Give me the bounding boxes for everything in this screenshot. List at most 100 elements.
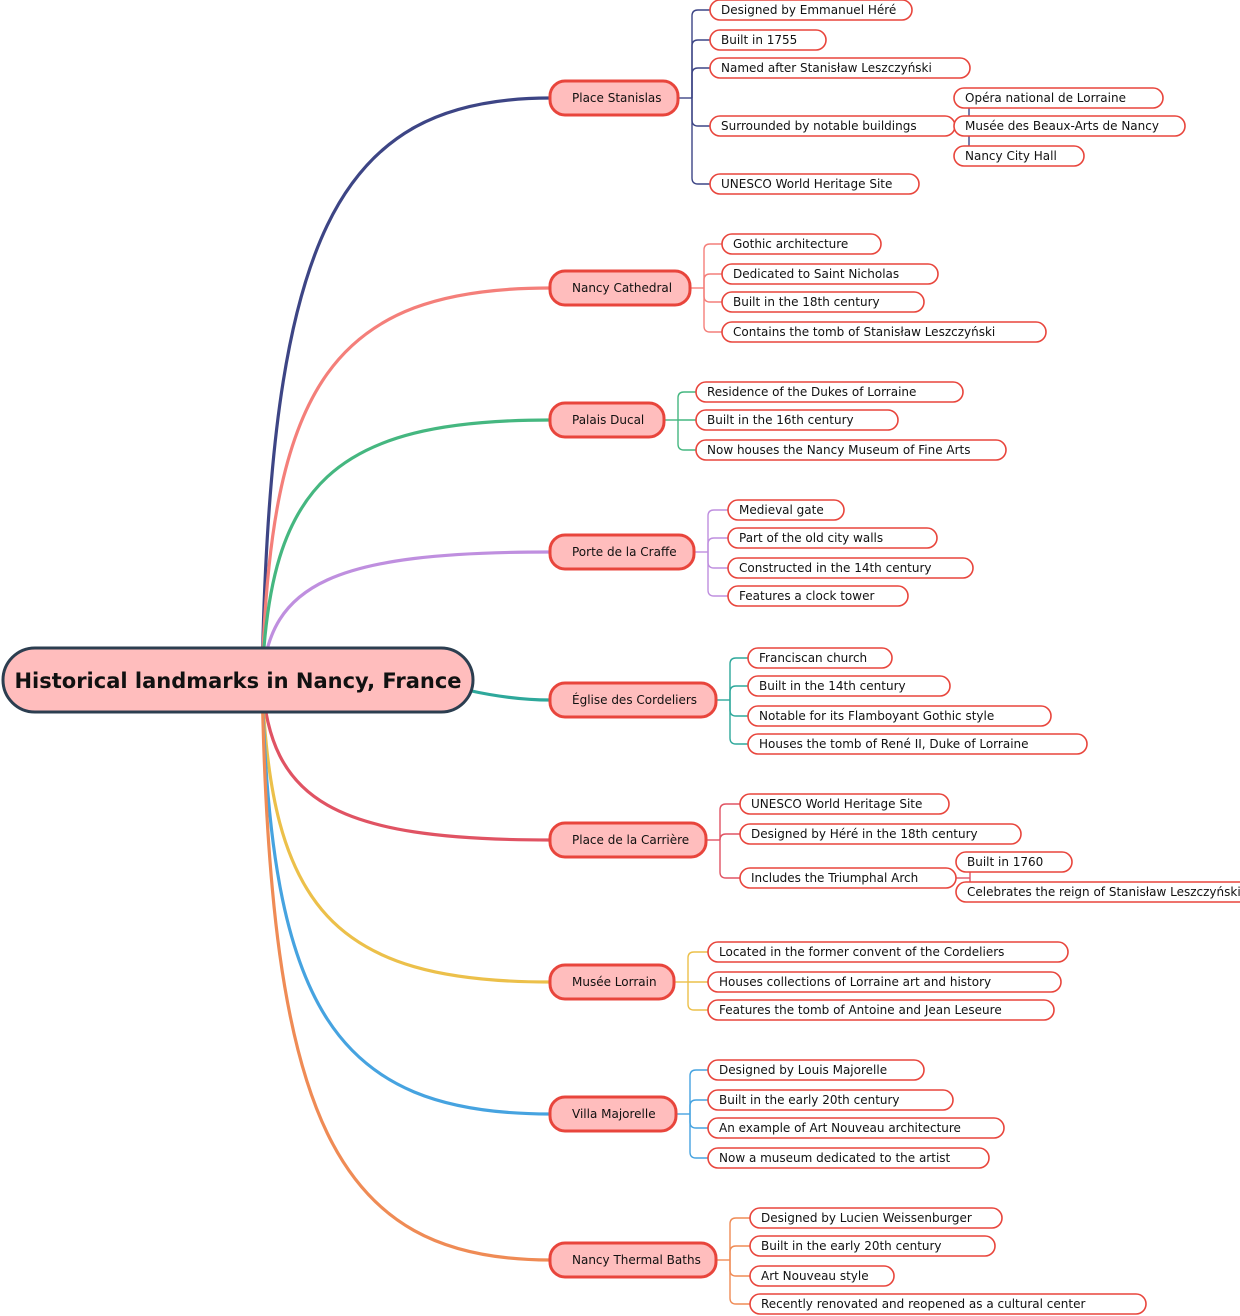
branch-nancy-thermal-baths-label: Nancy Thermal Baths: [572, 1253, 701, 1267]
leaf-designed-by-louis-majorelle-box: [707, 1059, 925, 1081]
branch-porte-de-la-craffe[interactable]: Porte de la Craffe: [548, 533, 696, 571]
leaf-built-in-the-early-20th-century[interactable]: Built in the early 20th century: [707, 1089, 954, 1111]
leaf-now-houses-the-nancy-museum-of-fine-arts[interactable]: Now houses the Nancy Museum of Fine Arts: [695, 439, 1007, 461]
subleaf-nancy-city-hall-box: [953, 145, 1085, 167]
leaf-named-after-stanis-aw-leszczynski[interactable]: Named after Stanisław Leszczyński: [709, 57, 971, 79]
subleaf-celebrates-the-reign-of-stanis-aw-leszczynski[interactable]: Celebrates the reign of Stanisław Leszcz…: [955, 881, 1240, 903]
leaf-built-in-the-18th-century[interactable]: Built in the 18th century: [721, 291, 925, 313]
branch-curve-place-de-la-carriere: [260, 678, 552, 842]
leaf-built-in-the-early-20th-century-box: [707, 1089, 954, 1111]
connector-elbow: [689, 1069, 708, 1114]
subleaf-musee-des-beaux-arts-de-nancy-label: Musée des Beaux-Arts de Nancy: [965, 119, 1159, 133]
branch-place-stanislas[interactable]: Place Stanislas: [548, 79, 680, 117]
leaf-surrounded-by-notable-buildings[interactable]: Surrounded by notable buildings: [709, 115, 956, 137]
leaf-now-houses-the-nancy-museum-of-fine-arts-label: Now houses the Nancy Museum of Fine Arts: [707, 443, 971, 457]
leaf-built-in-1755[interactable]: Built in 1755: [709, 29, 827, 51]
branch-curve-nancy-cathedral: [260, 286, 552, 682]
connector-elbow: [703, 288, 722, 303]
root-node[interactable]: Historical landmarks in Nancy, France: [1, 646, 475, 714]
branch-curve-musee-lorrain: [260, 678, 552, 984]
leaf-unesco-world-heritage-site[interactable]: UNESCO World Heritage Site: [739, 793, 950, 815]
leaf-built-in-the-early-20th-century[interactable]: Built in the early 20th century: [749, 1235, 996, 1257]
leaf-includes-the-triumphal-arch-label: Includes the Triumphal Arch: [751, 871, 918, 885]
leaf-gothic-architecture[interactable]: Gothic architecture: [721, 233, 882, 255]
leaf-houses-collections-of-lorraine-art-and-history[interactable]: Houses collections of Lorraine art and h…: [707, 971, 1062, 993]
leaf-residence-of-the-dukes-of-lorraine[interactable]: Residence of the Dukes of Lorraine: [695, 381, 964, 403]
leaf-art-nouveau-style-box: [749, 1265, 895, 1287]
leaf-medieval-gate-box: [727, 499, 845, 521]
leaf-art-nouveau-style[interactable]: Art Nouveau style: [749, 1265, 895, 1287]
leaf-features-a-clock-tower-box: [727, 585, 909, 607]
leaf-dedicated-to-saint-nicholas[interactable]: Dedicated to Saint Nicholas: [721, 263, 939, 285]
leaf-part-of-the-old-city-walls-box: [727, 527, 938, 549]
connector-elbow: [703, 243, 722, 288]
leaf-built-in-the-early-20th-century-label: Built in the early 20th century: [761, 1239, 942, 1253]
branch-eglise-des-cordeliers[interactable]: Église des Cordeliers: [548, 681, 718, 719]
leaf-surrounded-by-notable-buildings-label: Surrounded by notable buildings: [721, 119, 917, 133]
connector-elbow: [703, 273, 722, 288]
branch-villa-majorelle[interactable]: Villa Majorelle: [548, 1095, 678, 1133]
connector-elbow: [729, 1245, 750, 1260]
leaf-contains-the-tomb-of-stanis-aw-leszczynski-box: [721, 321, 1047, 343]
connector-elbow: [689, 1114, 708, 1129]
leaf-contains-the-tomb-of-stanis-aw-leszczynski[interactable]: Contains the tomb of Stanisław Leszczyńs…: [721, 321, 1047, 343]
connector-elbow: [677, 420, 696, 451]
leaf-built-in-the-18th-century-box: [721, 291, 925, 313]
branch-curve-palais-ducal: [260, 418, 552, 682]
leaf-features-a-clock-tower[interactable]: Features a clock tower: [727, 585, 909, 607]
leaf-includes-the-triumphal-arch[interactable]: Includes the Triumphal Arch: [739, 867, 957, 889]
connector-elbow: [729, 685, 748, 700]
branch-nancy-thermal-baths[interactable]: Nancy Thermal Baths: [548, 1241, 718, 1279]
leaf-designed-by-louis-majorelle[interactable]: Designed by Louis Majorelle: [707, 1059, 925, 1081]
leaf-built-in-the-18th-century-label: Built in the 18th century: [733, 295, 880, 309]
branch-musee-lorrain[interactable]: Musée Lorrain: [548, 963, 676, 1001]
leaf-designed-by-lucien-weissenburger[interactable]: Designed by Lucien Weissenburger: [749, 1207, 1003, 1229]
leaf-features-a-clock-tower-label: Features a clock tower: [739, 589, 874, 603]
leaf-art-nouveau-style-label: Art Nouveau style: [761, 1269, 869, 1283]
connector-elbow: [689, 1099, 708, 1114]
leaf-now-a-museum-dedicated-to-the-artist-label: Now a museum dedicated to the artist: [719, 1151, 951, 1165]
branch-place-de-la-carriere[interactable]: Place de la Carrière: [548, 821, 708, 859]
branch-palais-ducal[interactable]: Palais Ducal: [548, 401, 666, 439]
leaf-medieval-gate-label: Medieval gate: [739, 503, 824, 517]
leaf-designed-by-here-in-the-18th-century[interactable]: Designed by Héré in the 18th century: [739, 823, 1022, 845]
leaf-designed-by-emmanuel-here[interactable]: Designed by Emmanuel Héré: [709, 0, 913, 21]
leaf-franciscan-church-box: [747, 647, 893, 669]
leaf-medieval-gate[interactable]: Medieval gate: [727, 499, 845, 521]
leaf-built-in-the-early-20th-century-label: Built in the early 20th century: [719, 1093, 900, 1107]
branch-eglise-des-cordeliers-box: [548, 681, 718, 719]
leaf-part-of-the-old-city-walls[interactable]: Part of the old city walls: [727, 527, 938, 549]
leaf-built-in-1755-label: Built in 1755: [721, 33, 797, 47]
leaf-constructed-in-the-14th-century-box: [727, 557, 974, 579]
leaf-unesco-world-heritage-site-box: [709, 173, 920, 195]
leaf-unesco-world-heritage-site[interactable]: UNESCO World Heritage Site: [709, 173, 920, 195]
leaf-part-of-the-old-city-walls-label: Part of the old city walls: [739, 531, 883, 545]
leaf-built-in-the-14th-century[interactable]: Built in the 14th century: [747, 675, 951, 697]
leaf-located-in-the-former-convent-of-the-cordeliers[interactable]: Located in the former convent of the Cor…: [707, 941, 1069, 963]
branch-villa-majorelle-box: [548, 1095, 678, 1133]
leaf-an-example-of-art-nouveau-architecture[interactable]: An example of Art Nouveau architecture: [707, 1117, 1005, 1139]
branch-place-de-la-carriere-label: Place de la Carrière: [572, 833, 689, 847]
leaf-franciscan-church[interactable]: Franciscan church: [747, 647, 893, 669]
subleaf-built-in-1760[interactable]: Built in 1760: [955, 851, 1073, 873]
leaf-now-a-museum-dedicated-to-the-artist[interactable]: Now a museum dedicated to the artist: [707, 1147, 990, 1169]
subleaf-nancy-city-hall[interactable]: Nancy City Hall: [953, 145, 1085, 167]
leaf-recently-renovated-and-reopened-as-a-cultural-center[interactable]: Recently renovated and reopened as a cul…: [749, 1293, 1147, 1315]
leaf-built-in-the-16th-century[interactable]: Built in the 16th century: [695, 409, 899, 431]
branch-eglise-des-cordeliers-label: Église des Cordeliers: [572, 692, 697, 707]
connector-elbow: [729, 657, 748, 700]
branch-nancy-cathedral[interactable]: Nancy Cathedral: [548, 269, 692, 307]
leaf-features-the-tomb-of-antoine-and-jean-leseure[interactable]: Features the tomb of Antoine and Jean Le…: [707, 999, 1055, 1021]
connector-elbow: [707, 552, 728, 569]
leaf-houses-the-tomb-of-rene-ii-duke-of-lorraine[interactable]: Houses the tomb of René II, Duke of Lorr…: [747, 733, 1088, 755]
connector-elbow: [707, 509, 728, 552]
branch-nancy-thermal-baths-box: [548, 1241, 718, 1279]
connector-elbow: [729, 1260, 750, 1277]
subleaf-musee-des-beaux-arts-de-nancy[interactable]: Musée des Beaux-Arts de Nancy: [953, 115, 1186, 137]
subleaf-built-in-1760-label: Built in 1760: [967, 855, 1043, 869]
leaf-notable-for-its-flamboyant-gothic-style[interactable]: Notable for its Flamboyant Gothic style: [747, 705, 1052, 727]
subleaf-opera-national-de-lorraine[interactable]: Opéra national de Lorraine: [953, 87, 1164, 109]
leaf-constructed-in-the-14th-century[interactable]: Constructed in the 14th century: [727, 557, 974, 579]
